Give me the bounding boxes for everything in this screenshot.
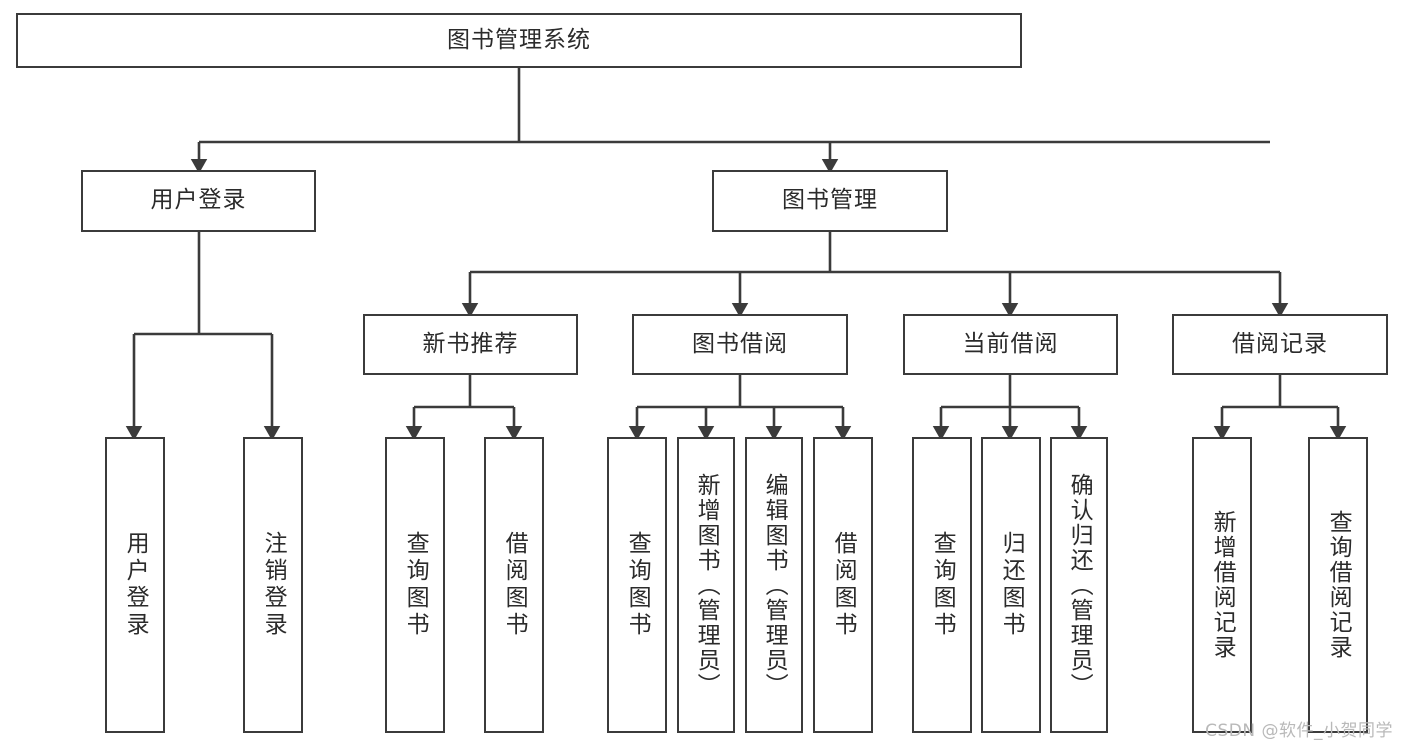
node-root-book-management-system[interactable]: 图书管理系统 (16, 13, 1022, 68)
node-leaf-user-login[interactable]: 用户登录 (105, 437, 165, 733)
node-label: 注销登录 (260, 531, 287, 639)
node-leaf-query-book-current[interactable]: 查询图书 (912, 437, 972, 733)
node-label: 当前借阅 (962, 330, 1059, 357)
node-leaf-add-borrow-record[interactable]: 新增借阅记录 (1192, 437, 1252, 733)
node-new-book-recommendation[interactable]: 新书推荐 (363, 314, 578, 375)
node-leaf-borrow-book-borrowing[interactable]: 借阅图书 (813, 437, 873, 733)
node-leaf-query-borrow-record[interactable]: 查询借阅记录 (1308, 437, 1368, 733)
node-book-management[interactable]: 图书管理 (712, 170, 948, 232)
node-label: 查询图书 (929, 531, 956, 639)
node-label: 查询借阅记录 (1325, 510, 1352, 660)
node-label: 编辑图书（管理员） (761, 472, 788, 698)
node-leaf-confirm-return-admin[interactable]: 确认归还（管理员） (1050, 437, 1108, 733)
node-leaf-logout[interactable]: 注销登录 (243, 437, 303, 733)
node-leaf-borrow-book-newbook[interactable]: 借阅图书 (484, 437, 544, 733)
node-label: 新增借阅记录 (1209, 510, 1236, 660)
node-leaf-edit-book-admin[interactable]: 编辑图书（管理员） (745, 437, 803, 733)
node-label: 图书借阅 (692, 330, 788, 357)
node-label: 确认归还（管理员） (1066, 472, 1093, 698)
node-label: 借阅图书 (501, 531, 528, 639)
node-user-login[interactable]: 用户登录 (81, 170, 316, 232)
node-label: 新书推荐 (422, 330, 519, 357)
node-label: 借阅记录 (1232, 330, 1328, 357)
node-label: 借阅图书 (830, 531, 857, 639)
node-label: 归还图书 (998, 531, 1025, 639)
node-book-borrowing[interactable]: 图书借阅 (632, 314, 848, 375)
node-label: 用户登录 (122, 531, 149, 639)
node-label: 查询图书 (402, 531, 429, 639)
node-borrowing-record[interactable]: 借阅记录 (1172, 314, 1388, 375)
node-label: 查询图书 (624, 531, 651, 639)
node-current-borrowing[interactable]: 当前借阅 (903, 314, 1118, 375)
node-label: 图书管理 (782, 187, 878, 214)
node-label: 用户登录 (150, 187, 247, 214)
node-label: 图书管理系统 (447, 26, 591, 53)
node-label: 新增图书（管理员） (693, 472, 720, 698)
node-leaf-query-book-newbook[interactable]: 查询图书 (385, 437, 445, 733)
node-leaf-return-book[interactable]: 归还图书 (981, 437, 1041, 733)
node-leaf-query-book-borrowing[interactable]: 查询图书 (607, 437, 667, 733)
node-leaf-add-book-admin[interactable]: 新增图书（管理员） (677, 437, 735, 733)
